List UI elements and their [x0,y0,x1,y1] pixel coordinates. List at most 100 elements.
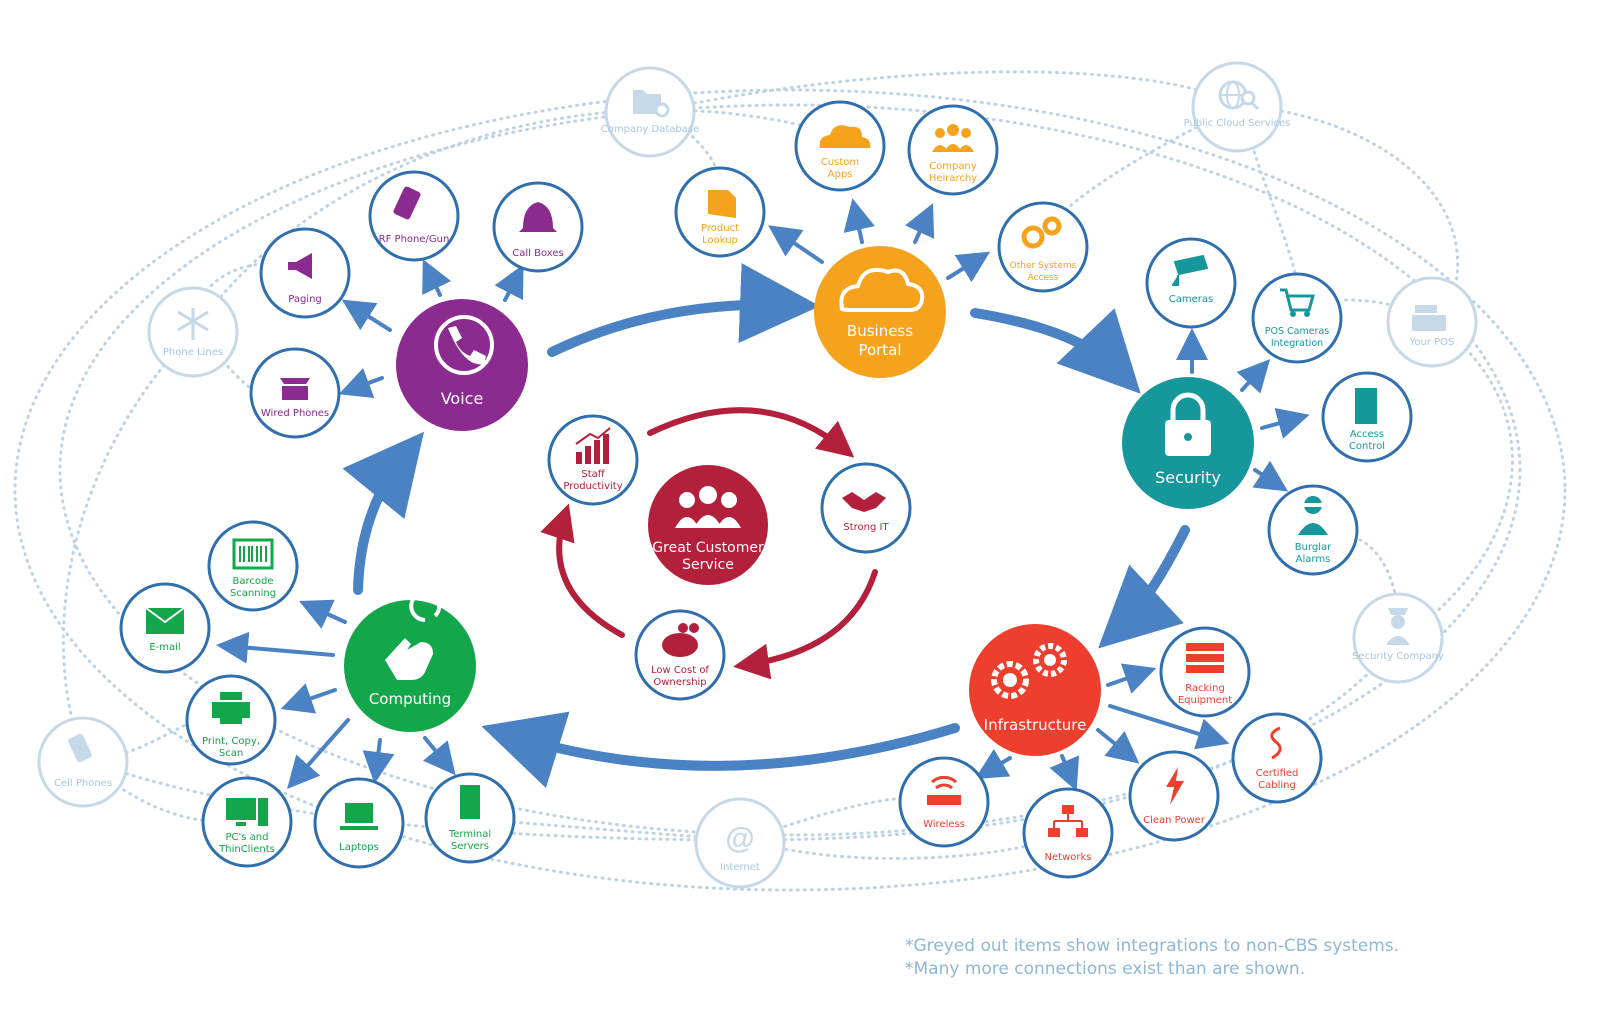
racking-label-line1: Racking [1185,683,1225,694]
barcode-node[interactable]: Barcode Scanning [207,520,299,612]
your-pos-label: Your POS [1409,337,1455,348]
laptop-icon [340,803,378,830]
phone-lines-node[interactable]: Phone Lines [147,286,239,378]
gears-icon [1021,216,1062,249]
company-database-node[interactable]: Company Database [601,66,699,158]
guard-icon [1386,608,1410,645]
low-cost-node[interactable]: Low Cost of Ownership [634,609,726,701]
piggy-bank-icon [662,623,699,657]
public-cloud-node[interactable]: Public Cloud Services [1184,61,1291,153]
networks-node[interactable]: Networks [1022,787,1114,879]
gears-icon [991,643,1067,699]
email-node[interactable]: E-mail [119,582,211,674]
security-company-node[interactable]: Security Company [1352,592,1444,684]
custom-apps-label-line2: Apps [828,169,853,180]
handheld-icon [393,186,421,220]
phone-icon [434,315,494,375]
staff-productivity-node[interactable]: Staff Productivity [547,414,639,506]
other-systems-label-line1: Other Systems [1010,261,1077,271]
server-icon [460,785,480,819]
hub-security[interactable]: Security [1122,377,1254,509]
cell-phones-label: Cell Phones [54,778,112,789]
hub-business-portal[interactable]: Business Portal [814,246,946,378]
burglar-alarms-label-line2: Alarms [1296,554,1331,565]
laptops-node[interactable]: Laptops [313,777,405,869]
racking-label-line2: Equipment [1178,695,1232,706]
public-cloud-label: Public Cloud Services [1184,118,1291,129]
access-control-label-line2: Control [1349,441,1385,452]
infrastructure-satellites: Racking Equipment Certified Cabling Clea… [898,626,1323,879]
pos-cameras-label-line1: POS Cameras [1265,326,1330,337]
people-icon [675,486,741,528]
company-hierarchy-node[interactable]: Company Heirarchy [907,104,999,196]
phone-lines-label: Phone Lines [163,347,223,358]
desk-phone-icon [280,378,310,400]
pcs-label-line1: PC's and [226,832,269,843]
hub-infrastructure[interactable]: Infrastructure [969,624,1101,756]
envelope-icon [145,607,185,634]
barcode-label-line1: Barcode [233,576,274,587]
hub-infrastructure-label: Infrastructure [984,716,1087,734]
other-systems-node[interactable]: Other Systems Access [997,201,1089,293]
strong-it-node[interactable]: Strong IT [820,462,912,554]
cameras-label: Cameras [1169,294,1213,305]
wireless-node[interactable]: Wireless [898,756,990,848]
networks-label: Networks [1045,852,1092,863]
wired-phones-node[interactable]: Wired Phones [249,347,341,439]
low-cost-label-line1: Low Cost of [651,665,709,676]
lock-icon [1165,392,1211,456]
hub-voice[interactable]: Voice [396,299,528,431]
cell-phones-node[interactable]: Cell Phones [37,716,129,808]
pc-icon [226,798,268,826]
globe-search-icon [1218,80,1260,111]
cabling-label-line1: Certified [1256,768,1299,779]
custom-apps-node[interactable]: Custom Apps [794,100,886,192]
printer-icon [212,692,250,724]
print-label-line1: Print, Copy, [202,736,260,747]
clean-power-label: Clean Power [1143,815,1206,826]
pos-cameras-label-line2: Integration [1271,338,1323,349]
paging-label: Paging [288,294,322,305]
security-company-label: Security Company [1352,651,1444,662]
spoke-arrows [216,198,1310,792]
hub-computing-label: Computing [369,690,451,708]
product-lookup-label-line1: Product [701,223,739,234]
company-hierarchy-label-line1: Company [929,161,977,172]
inner-cycle-arrows [540,407,878,680]
print-label-line2: Scan [219,748,243,759]
hub-computing[interactable]: Computing [344,590,476,732]
terminal-servers-node[interactable]: Terminal Servers [424,772,516,864]
network-icon [1048,805,1088,837]
footnote-more-connections: *Many more connections exist than are sh… [905,959,1306,979]
racking-node[interactable]: Racking Equipment [1159,626,1251,718]
burglar-alarms-node[interactable]: Burglar Alarms [1267,484,1359,576]
rf-phone-node[interactable]: RF Phone/Gun [368,170,460,262]
product-lookup-node[interactable]: Product Lookup [674,166,766,258]
custom-apps-label-line1: Custom [821,157,859,168]
access-control-node[interactable]: Access Control [1321,371,1413,463]
call-boxes-node[interactable]: Call Boxes [492,181,584,273]
barcode-label-line2: Scanning [230,588,276,599]
hub-center-label-line1: Great Customer [652,540,764,556]
print-node[interactable]: Print, Copy, Scan [185,674,277,766]
portal-satellites: Product Lookup Custom Apps Company Heira… [674,100,1089,293]
paging-node[interactable]: Paging [259,227,351,319]
clean-power-node[interactable]: Clean Power [1128,750,1220,842]
pos-cameras-node[interactable]: POS Cameras Integration [1251,272,1343,364]
cabling-label-line2: Cabling [1258,780,1296,791]
at-icon: @ [725,822,754,855]
internet-node[interactable]: @ Internet [694,797,786,889]
cellphone-icon [68,733,92,763]
ring-arrows [342,263,1190,788]
your-pos-node[interactable]: Your POS [1386,276,1478,368]
pcs-node[interactable]: PC's and ThinClients [201,776,293,868]
hub-great-customer-service[interactable]: Great Customer Service [648,465,768,585]
cabling-node[interactable]: Certified Cabling [1231,712,1323,804]
megaphone-icon [288,253,312,279]
laptops-label: Laptops [339,842,379,853]
register-icon [1412,305,1446,331]
people-icon [932,124,974,152]
cameras-node[interactable]: Cameras [1145,237,1237,329]
